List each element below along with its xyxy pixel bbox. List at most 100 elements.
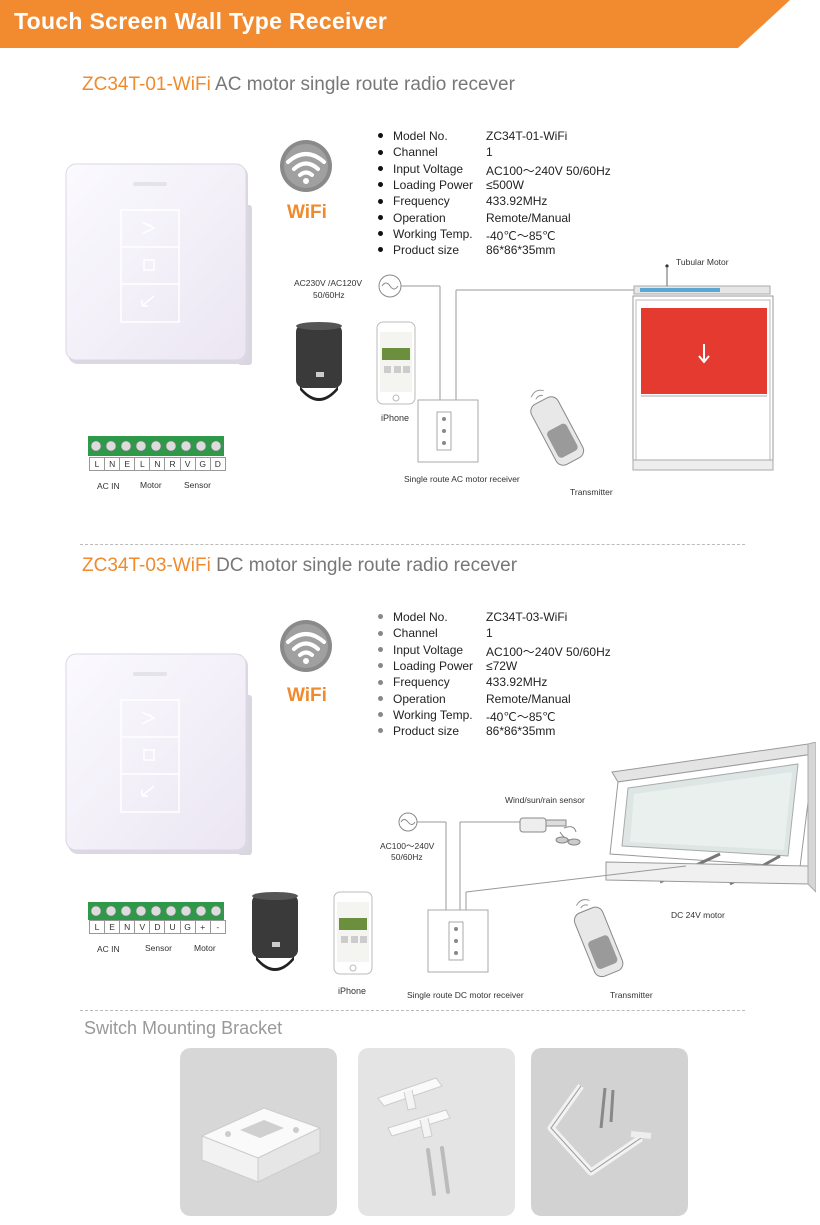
spec-value: Remote/Manual [486,691,571,706]
spec-value: ZC34T-03-WiFi [486,610,568,624]
header-banner [0,0,790,48]
bullet-icon [378,165,383,171]
terminal-label: L [90,921,106,933]
spec-label-text: Input Voltage [393,161,464,176]
terminal-label: - [216,922,220,932]
spec-label: Frequency [378,194,450,208]
bullet-icon [378,646,383,652]
terminal-label: E [105,921,121,933]
terminal-label: U [165,921,181,933]
bullet-icon [378,712,383,718]
awning-window-image [605,742,816,893]
spec-row: Input Voltage AC100～240V 50/60Hz [378,162,638,178]
spec-label: Input Voltage [378,162,463,176]
section-divider [80,544,745,545]
spec-row: Working Temp.-40℃～85℃ [378,708,638,724]
terminal-label: D [214,459,221,469]
spec-label: Working Temp. [378,227,473,241]
spec-label: Loading Power [378,659,473,673]
section1-wiring-diagram [378,264,774,471]
iphone-image [333,891,373,975]
terminal-group-label: Motor [140,480,162,490]
spec-row: Frequency 433.92MHz [378,194,638,210]
bullet-icon [378,198,383,204]
bullet-icon [378,182,383,188]
tubular-motor-label: Tubular Motor [676,257,729,267]
wifi-label: WiFi [287,202,327,223]
spec-label-text: Product size [393,724,460,739]
terminal-label: + [196,921,211,933]
terminal-block-image [88,436,224,456]
spec-value: AC100～240V 50/60Hz [486,163,611,178]
spec-label-text: Operation [393,210,446,225]
wifi-icon [280,140,332,192]
terminal-label: V [181,458,196,470]
section2-wiring-diagram [398,812,687,978]
spec-row: Loading Power ≤500W [378,178,638,194]
spec-row: Loading Power≤72W [378,659,638,675]
spec-value: 433.92MHz [486,194,548,209]
iphone-label: iPhone [381,413,410,423]
spec-row: Channel 1 [378,626,638,642]
bullet-icon [378,231,383,237]
terminal-label: N [150,458,166,470]
bullet-icon [378,614,383,620]
spec-label-text: Channel [393,145,438,160]
terminal-label: L [135,458,151,470]
terminal-label: G [196,458,211,470]
terminal-label: N [105,458,121,470]
bullet-icon [378,133,383,139]
power-label-2: 50/60Hz [391,852,423,862]
smart-speaker-image [296,322,342,401]
power-label-1: AC100～240V [380,841,435,851]
bullet-icon [378,679,383,685]
spec-row: Product size 86*86*35mm [378,724,638,740]
power-label-2: 50/60Hz [313,290,345,300]
terminal-group-label: Sensor [145,943,172,953]
spec-label: Input Voltage [378,643,463,657]
spec-label-text: Input Voltage [393,642,464,657]
spec-label: Loading Power [378,178,473,192]
terminal-label: R [165,458,181,470]
power-label-1: AC230V /AC120V [294,278,363,288]
spec-label-text: Frequency [393,194,450,209]
spec-label-text: Product size [393,243,460,258]
spec-value: 1 [486,626,493,641]
spec-row: Model No.ZC34T-01-WiFi [378,129,638,145]
terminal-label: G [181,921,196,933]
spec-value: ≤500W [486,177,524,192]
terminal-group-label: Motor [194,943,216,953]
section-divider [80,1010,745,1011]
spec-label-text: Frequency [393,675,450,690]
spec-value: 86*86*35mm [486,724,556,739]
bullet-icon [378,247,383,253]
spec-value: 1 [486,145,493,160]
spec-label: Product size [378,243,459,257]
section1-title: ZC34T-01-WiFi AC motor single route radi… [82,74,515,96]
dc-receiver-label: Single route DC motor receiver [407,990,524,1000]
spec-label: Model No. [378,610,448,624]
transmitter-label: Transmitter [610,990,653,1000]
terminal-group-label: AC IN [97,944,120,954]
bullet-icon [378,214,383,220]
transmitter-label: Transmitter [570,487,613,497]
terminal-label: E [120,458,136,470]
touch-switch-panel-image [65,653,252,855]
spec-value: Remote/Manual [486,210,571,225]
bracket-metal-photo [531,1048,688,1216]
bullet-icon [378,149,383,155]
bullet-icon [378,663,383,669]
spec-value: -40℃～85℃ [486,228,556,243]
spec-value: AC100～240V 50/60Hz [486,644,611,659]
spec-row: Channel 1 [378,145,638,161]
spec-label: Channel [378,626,438,640]
bracket-section-title: Switch Mounting Bracket [84,1018,283,1038]
bullet-icon [378,630,383,636]
spec-value: -40℃～85℃ [486,709,556,724]
wifi-label: WiFi [287,685,327,706]
section2-model-code: ZC34T-03-WiFi [82,555,211,576]
